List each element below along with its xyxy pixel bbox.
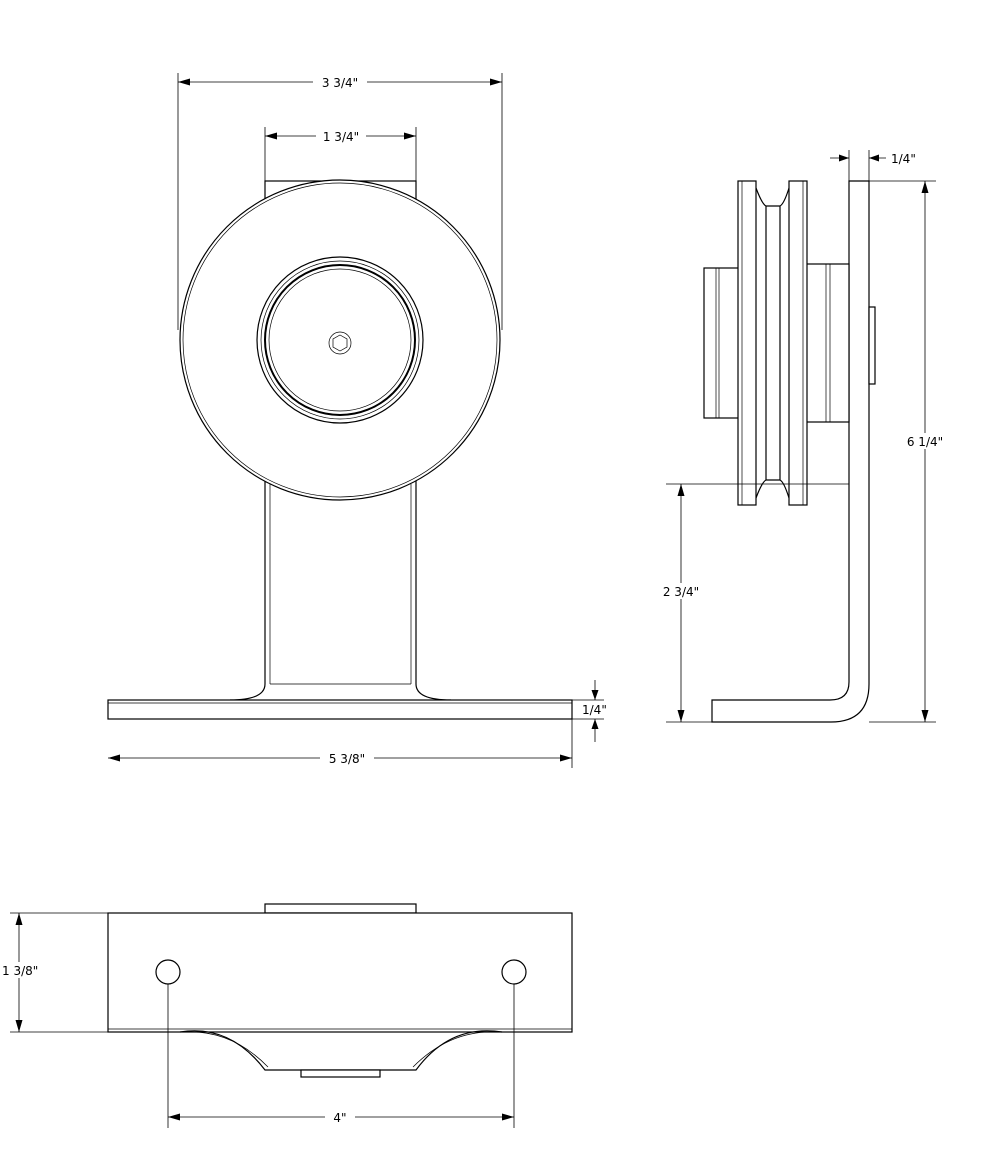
- side-rear-nut: [868, 306, 876, 385]
- dim-label-front-base-width: 5 3/8": [329, 752, 365, 766]
- front-wheel-hub-outer: [256, 256, 424, 424]
- dim-bottom-depth: 1 3/8": [0, 912, 108, 1033]
- side-wheel-flange-right: [788, 180, 808, 506]
- dim-label-front-post-width: 1 3/4": [323, 130, 359, 144]
- front-fillet-right: [415, 683, 452, 701]
- dim-label-side-overall-height: 6 1/4": [907, 435, 943, 449]
- bottom-base-plate: [107, 912, 573, 1033]
- side-wheel-groove-top: [755, 187, 790, 207]
- front-view: [107, 179, 573, 720]
- dim-side-axle-height: 2 3/4": [656, 483, 849, 723]
- dim-label-bottom-depth: 1 3/8": [2, 964, 38, 978]
- side-view: [703, 180, 876, 723]
- dim-label-bottom-hole-spacing: 4": [333, 1111, 346, 1125]
- side-hub-right: [805, 263, 850, 423]
- dim-label-front-base-thickness: 1/4": [582, 703, 607, 717]
- side-wheel-groove-bottom: [755, 479, 790, 499]
- dim-front-base-width: 5 3/8": [108, 719, 573, 768]
- side-hub-left: [703, 267, 741, 419]
- front-bolt-head: [328, 331, 352, 355]
- bottom-post-profile: [179, 1030, 503, 1071]
- dim-bottom-hole-spacing: 4": [167, 984, 515, 1128]
- bottom-nut: [300, 1069, 381, 1078]
- front-base-plate: [107, 699, 573, 720]
- front-wheel-outer: [179, 179, 501, 501]
- dim-label-side-plate-thickness: 1/4": [891, 152, 916, 166]
- dim-side-plate-thickness: 1/4": [830, 150, 916, 181]
- bottom-post-tab: [264, 903, 417, 914]
- dim-label-front-overall-width: 3 3/4": [322, 76, 358, 90]
- dim-front-base-thickness: 1/4": [572, 680, 607, 742]
- hex-socket-icon: [332, 334, 348, 352]
- side-wheel-flange-left: [737, 180, 757, 506]
- side-bracket-plate: [711, 180, 870, 723]
- dim-side-overall-height: 6 1/4": [869, 180, 948, 723]
- front-fillet-left: [229, 683, 266, 701]
- dim-front-post-width: 1 3/4": [264, 127, 417, 181]
- dim-label-side-axle-height: 2 3/4": [663, 585, 699, 599]
- dim-front-overall-width: 3 3/4": [177, 73, 503, 330]
- bottom-view: [107, 903, 573, 1078]
